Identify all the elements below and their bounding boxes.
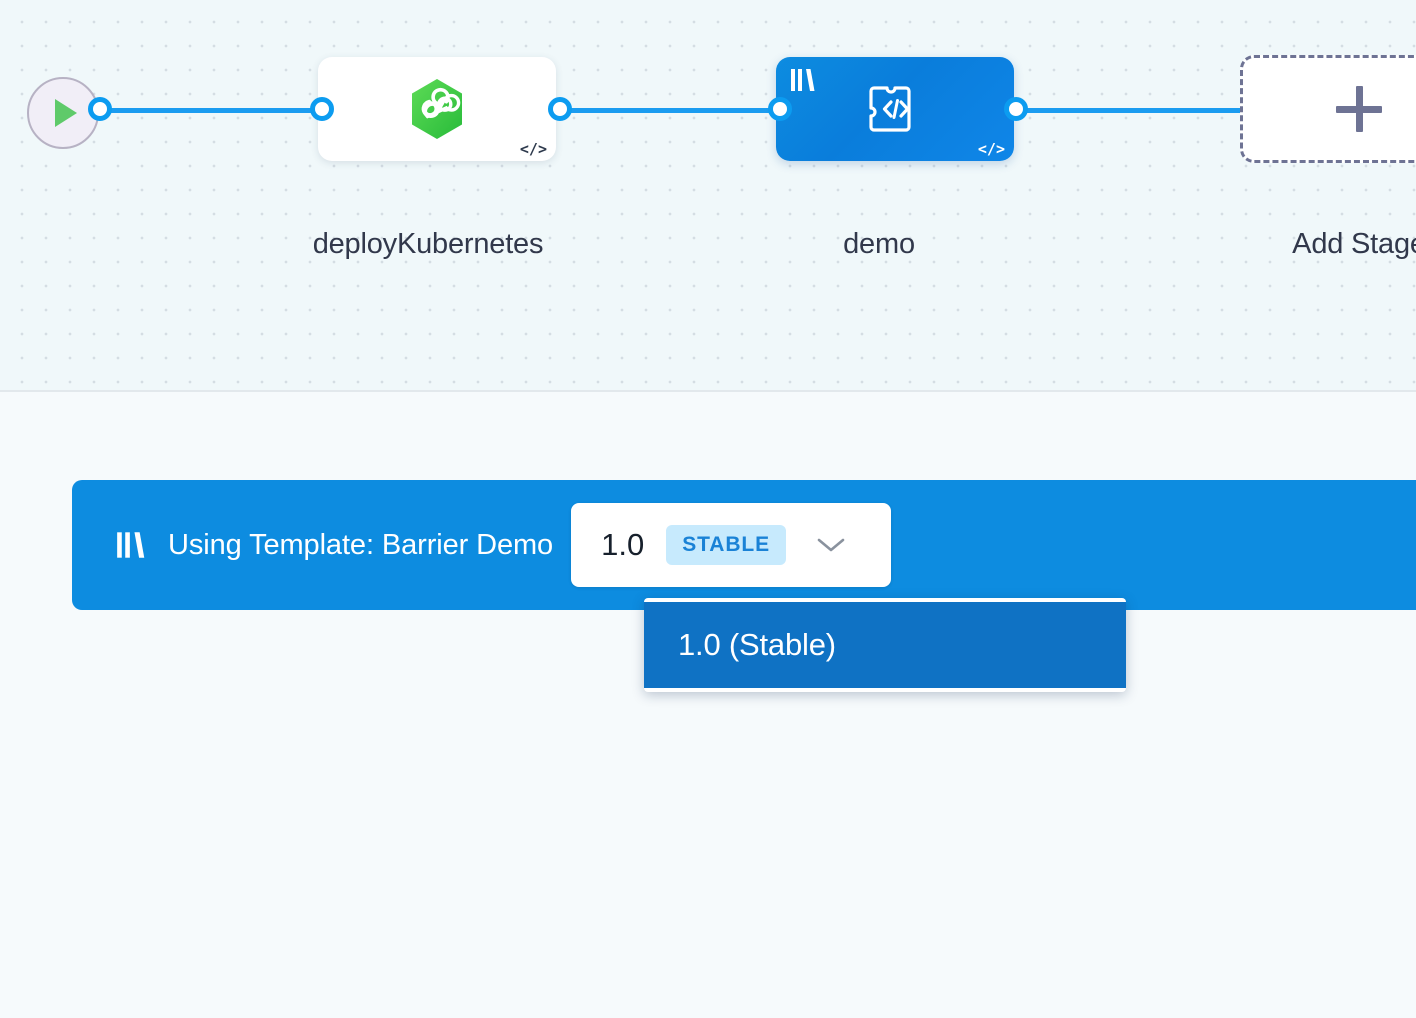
play-icon [55,99,77,127]
canvas-divider [0,390,1416,392]
pipeline-canvas[interactable]: </> deployKubernetes </> demo [0,0,1416,392]
chevron-down-icon [816,536,846,554]
port-k8s-out[interactable] [548,97,572,121]
version-option-1-0-stable[interactable]: 1.0 (Stable) [644,602,1126,688]
stage-node-demo[interactable]: </> [776,57,1014,161]
stage-label-deploykubernetes: deployKubernetes [312,228,544,260]
connector-start-to-k8s [96,108,328,113]
using-template-banner: Using Template: Barrier Demo 1.0 STABLE [72,480,1416,610]
stage-label-demo: demo [843,228,915,260]
port-k8s-in[interactable] [310,97,334,121]
using-template-text: Using Template: Barrier Demo [168,528,554,561]
port-demo-out[interactable] [1004,97,1028,121]
template-version-value: 1.0 [601,527,645,562]
harness-hexagon-icon [412,79,462,139]
status-badge: STABLE [666,525,787,565]
template-library-icon [791,69,815,91]
connector-k8s-to-demo [548,108,796,113]
stage-node-deploykubernetes[interactable]: </> [318,57,556,161]
pipeline-start-node[interactable] [27,77,99,149]
port-start-out[interactable] [88,97,112,121]
template-library-icon [116,530,146,560]
add-stage-label: Add Stage [1292,228,1416,260]
stage-config-panel: Using Template: Barrier Demo 1.0 STABLE … [0,392,1416,1018]
add-stage-node[interactable] [1240,55,1416,163]
yaml-code-badge-icon: </> [977,140,1005,158]
template-version-dropdown-trigger[interactable]: 1.0 STABLE [571,503,892,587]
connector-demo-to-add [1004,108,1252,113]
yaml-code-badge-icon: </> [519,140,547,158]
port-demo-in[interactable] [768,97,792,121]
template-version-dropdown-menu[interactable]: 1.0 (Stable) [644,598,1126,692]
template-puzzle-code-icon [869,86,911,132]
plus-icon [1336,86,1382,132]
